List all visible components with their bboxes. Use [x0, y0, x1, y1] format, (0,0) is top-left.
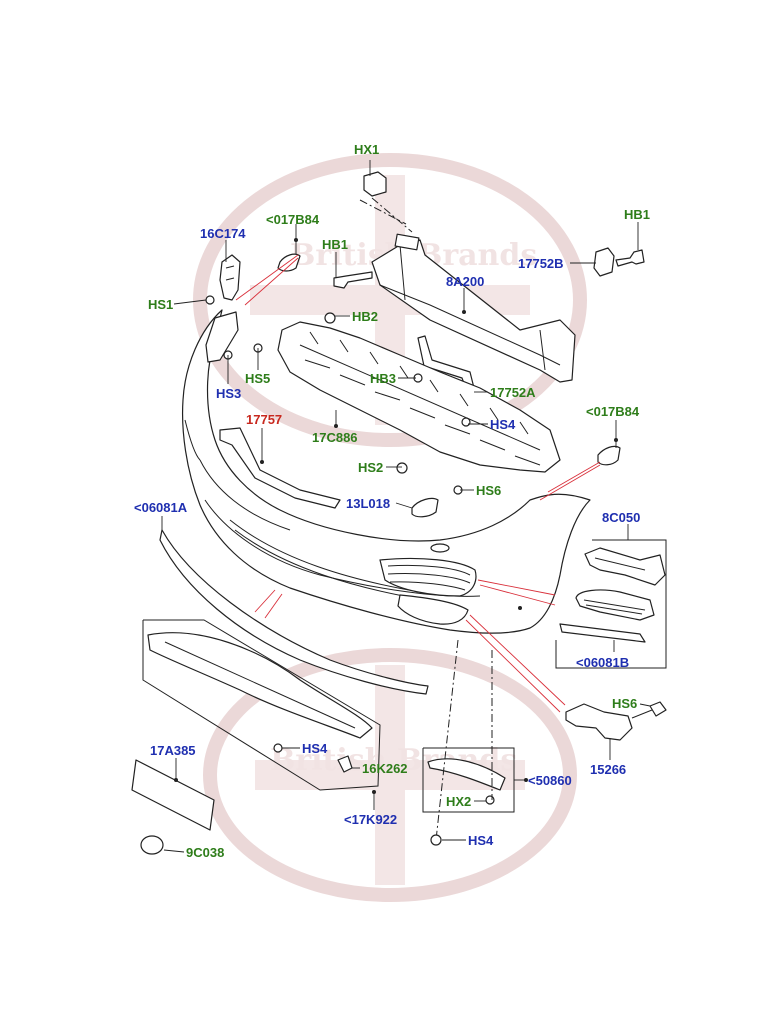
label-HS6-right: HS6: [612, 696, 637, 711]
label-HS4-lower: HS4: [302, 741, 328, 756]
label-HS5: HS5: [245, 371, 270, 386]
undertray-group-17K922: [142, 619, 381, 791]
bracket-17752B: [593, 247, 615, 277]
label-16K262: 16K262: [362, 761, 408, 776]
washer-cover-right: [597, 445, 621, 466]
part-labels: HX1 <017B84 16C174 HB1 HB1 17752B 8A200 …: [134, 142, 650, 860]
label-9C038: 9C038: [186, 845, 224, 860]
bumper-cover: [182, 309, 591, 634]
lower-trim-06081A: [159, 529, 429, 695]
bolt-HB1-right: [615, 249, 645, 267]
label-HS2: HS2: [358, 460, 383, 475]
label-017B84-left: <017B84: [266, 212, 320, 227]
label-06081A: <06081A: [134, 500, 188, 515]
bracket-15266: [565, 701, 667, 741]
bumper-beam-8A200: [371, 233, 576, 383]
label-17K922: <17K922: [344, 812, 397, 827]
assembly-line-lower: [435, 639, 493, 841]
red-leaders: [235, 254, 601, 713]
bolt-HB1-top: [333, 271, 373, 289]
label-8C050: 8C050: [602, 510, 640, 525]
label-HS4-mid: HS4: [490, 417, 516, 432]
label-17752A: 17752A: [490, 385, 536, 400]
label-HX1-top: HX1: [354, 142, 379, 157]
cap-9C038: [140, 835, 164, 855]
label-HS3: HS3: [216, 386, 241, 401]
label-HS4-bottom: HS4: [468, 833, 494, 848]
label-50860: <50860: [528, 773, 572, 788]
label-HB1-top: HB1: [322, 237, 348, 252]
label-8A200: 8A200: [446, 274, 484, 289]
energy-absorber-17C886: [277, 321, 561, 473]
label-15266: 15266: [590, 762, 626, 777]
assembly-line-HX1: [359, 197, 413, 233]
lower-reinforcement-17757: [219, 427, 341, 509]
label-HS1: HS1: [148, 297, 173, 312]
label-HX2: HX2: [446, 794, 471, 809]
washer-cover-left: [277, 253, 301, 272]
label-16C174: 16C174: [200, 226, 246, 241]
side-bracket-left: [205, 311, 239, 363]
towing-cover-group-50860: [422, 747, 515, 813]
bracket-16C174: [219, 254, 241, 301]
leader-dots: [174, 238, 618, 794]
grille-group-8C050: [555, 539, 667, 669]
label-17752B: 17752B: [518, 256, 564, 271]
label-HS6-mid: HS6: [476, 483, 501, 498]
leader-lines: [161, 160, 651, 853]
clip-HX1: [363, 171, 387, 197]
label-17A385: 17A385: [150, 743, 196, 758]
bolt-HS4-bottom: [430, 834, 442, 846]
washer-nozzle-13L018: [411, 497, 439, 518]
label-HB1-right: HB1: [624, 207, 650, 222]
license-plate-17A385: [131, 759, 215, 831]
label-13L018: 13L018: [346, 496, 390, 511]
label-17757: 17757: [246, 412, 282, 427]
label-HB3: HB3: [370, 371, 396, 386]
label-06081B: <06081B: [576, 655, 629, 670]
label-17C886: 17C886: [312, 430, 358, 445]
label-HB2: HB2: [352, 309, 378, 324]
label-017B84-right: <017B84: [586, 404, 640, 419]
